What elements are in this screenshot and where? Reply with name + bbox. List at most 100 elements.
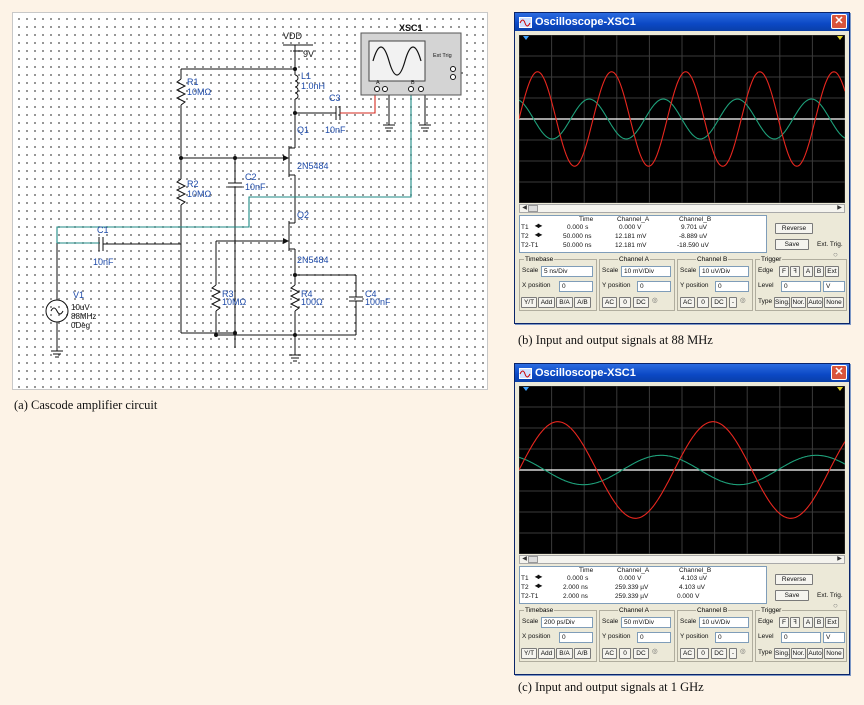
trigger-ext-button[interactable]: Ext [825,266,839,277]
channel-a-zero-button[interactable]: 0 [619,297,631,308]
ab-mode-button[interactable]: A/B [574,648,591,659]
channel-b-minus-button[interactable]: - [729,648,737,659]
reverse-button[interactable]: Reverse [775,223,813,234]
ab-mode-button[interactable]: A/B [574,297,591,308]
channel-b-ypos-field[interactable]: 0 [715,632,749,643]
auto-trigger-button[interactable]: Auto [807,648,823,659]
scroll-left-arrow-icon[interactable]: ◀ [522,556,527,562]
timebase-scale-label: Scale [522,618,539,625]
channel-b-radio-icon[interactable]: ◎ [740,297,746,304]
falling-edge-icon[interactable]: ꟻ [790,617,800,628]
rising-edge-icon[interactable]: F [779,617,789,628]
trigger-a-button[interactable]: A [803,617,813,628]
level-field[interactable]: 0 [781,632,821,643]
t1-cursor-arrows-icon[interactable]: ◂▸ [535,572,542,581]
save-button[interactable]: Save [775,239,809,250]
single-trigger-button[interactable]: Sing. [774,648,790,659]
level-field[interactable]: 0 [781,281,821,292]
channel-a-ypos-field[interactable]: 0 [637,632,671,643]
channel-a-scale-label: Scale [602,618,619,625]
channel-a-scale-field[interactable]: 10 mV/Div [621,266,671,277]
l1-label: L1 [301,71,311,81]
scroll-left-arrow-icon[interactable]: ◀ [522,205,527,211]
cursor-t2-marker[interactable] [837,387,843,391]
cursor-t1-marker[interactable] [523,36,529,40]
close-button[interactable]: ✕ [831,14,847,29]
r3-value: 10MΩ [222,297,247,307]
timebase-scale-field[interactable]: 200 ps/Div [541,617,593,628]
x-position-field[interactable]: 0 [559,632,593,643]
scroll-right-arrow-icon[interactable]: ▶ [837,205,842,211]
oscilloscope-window-88mhz[interactable]: Oscilloscope-XSC1 ✕ ◀ ▶ Time Channel_A C… [514,12,850,324]
t2-t1-channel-b: 0.000 V [677,593,700,600]
trigger-ext-button[interactable]: Ext [825,617,839,628]
close-button[interactable]: ✕ [831,365,847,380]
channel-a-dc-button[interactable]: DC [633,297,649,308]
channel-b-dc-button[interactable]: DC [711,297,727,308]
level-unit-field[interactable]: V [823,632,845,643]
channel-b-dc-button[interactable]: DC [711,648,727,659]
auto-trigger-button[interactable]: Auto [807,297,823,308]
timebase-title: Timebase [524,607,555,614]
channel-a-ac-button[interactable]: AC [602,297,617,308]
channel-a-radio-icon[interactable]: ◎ [652,297,658,304]
trigger-a-button[interactable]: A [803,266,813,277]
timebase-scale-field[interactable]: 5 ns/Div [541,266,593,277]
scroll-thumb[interactable] [528,205,538,212]
reverse-button[interactable]: Reverse [775,574,813,585]
oscilloscope-window-1ghz[interactable]: Oscilloscope-XSC1 ✕ ◀ ▶ Time Channel_A C… [514,363,850,675]
rising-edge-icon[interactable]: F [779,266,789,277]
channel-a-scale-field[interactable]: 50 mV/Div [621,617,671,628]
channel-b-radio-icon[interactable]: ◎ [740,648,746,655]
channel-b-ypos-field[interactable]: 0 [715,281,749,292]
channel-a-radio-icon[interactable]: ◎ [652,648,658,655]
window-titlebar[interactable]: Oscilloscope-XSC1 ✕ [515,364,849,382]
window-titlebar[interactable]: Oscilloscope-XSC1 ✕ [515,13,849,31]
scroll-thumb[interactable] [528,556,538,563]
ext-trig-terminal-icon[interactable]: ○ [833,250,838,259]
yt-mode-button[interactable]: Y/T [521,297,537,308]
channel-b-scale-field[interactable]: 10 uV/Div [699,266,749,277]
channel-a-zero-button[interactable]: 0 [619,648,631,659]
time-scrollbar[interactable]: ◀ ▶ [519,204,845,213]
channel-a-ypos-field[interactable]: 0 [637,281,671,292]
add-mode-button[interactable]: Add [538,648,555,659]
t2-t1-channel-b: -18.590 uV [677,242,709,249]
normal-trigger-button[interactable]: Nor. [791,297,806,308]
t2-cursor-arrows-icon[interactable]: ◂▸ [535,230,542,239]
save-button[interactable]: Save [775,590,809,601]
c2-label: C2 [245,172,257,182]
ext-trig-terminal-icon[interactable]: ○ [833,601,838,610]
falling-edge-icon[interactable]: ꟻ [790,266,800,277]
normal-trigger-button[interactable]: Nor. [791,648,806,659]
ba-mode-button[interactable]: B/A [556,297,573,308]
oscilloscope-app-icon [519,16,532,28]
xsc1-instrument[interactable] [360,32,462,96]
x-position-field[interactable]: 0 [559,281,593,292]
cursor-t2-marker[interactable] [837,36,843,40]
add-mode-button[interactable]: Add [538,297,555,308]
cursor-t1-marker[interactable] [523,387,529,391]
channel-b-ac-button[interactable]: AC [680,297,695,308]
trigger-b-button[interactable]: B [814,266,824,277]
probe-a-label: A [376,80,380,86]
t1-cursor-arrows-icon[interactable]: ◂▸ [535,221,542,230]
channel-a-ac-button[interactable]: AC [602,648,617,659]
channel-b-ac-button[interactable]: AC [680,648,695,659]
single-trigger-button[interactable]: Sing. [774,297,790,308]
scroll-right-arrow-icon[interactable]: ▶ [837,556,842,562]
channel-b-zero-button[interactable]: 0 [697,648,709,659]
channel-b-zero-button[interactable]: 0 [697,297,709,308]
channel-b-scale-field[interactable]: 10 uV/Div [699,617,749,628]
ba-mode-button[interactable]: B/A [556,648,573,659]
trigger-b-button[interactable]: B [814,617,824,628]
level-unit-field[interactable]: V [823,281,845,292]
q1-label: Q1 [297,125,309,135]
time-scrollbar[interactable]: ◀ ▶ [519,555,845,564]
yt-mode-button[interactable]: Y/T [521,648,537,659]
channel-a-dc-button[interactable]: DC [633,648,649,659]
channel-b-minus-button[interactable]: - [729,297,737,308]
t2-cursor-arrows-icon[interactable]: ◂▸ [535,581,542,590]
none-trigger-button[interactable]: None [824,648,844,659]
none-trigger-button[interactable]: None [824,297,844,308]
